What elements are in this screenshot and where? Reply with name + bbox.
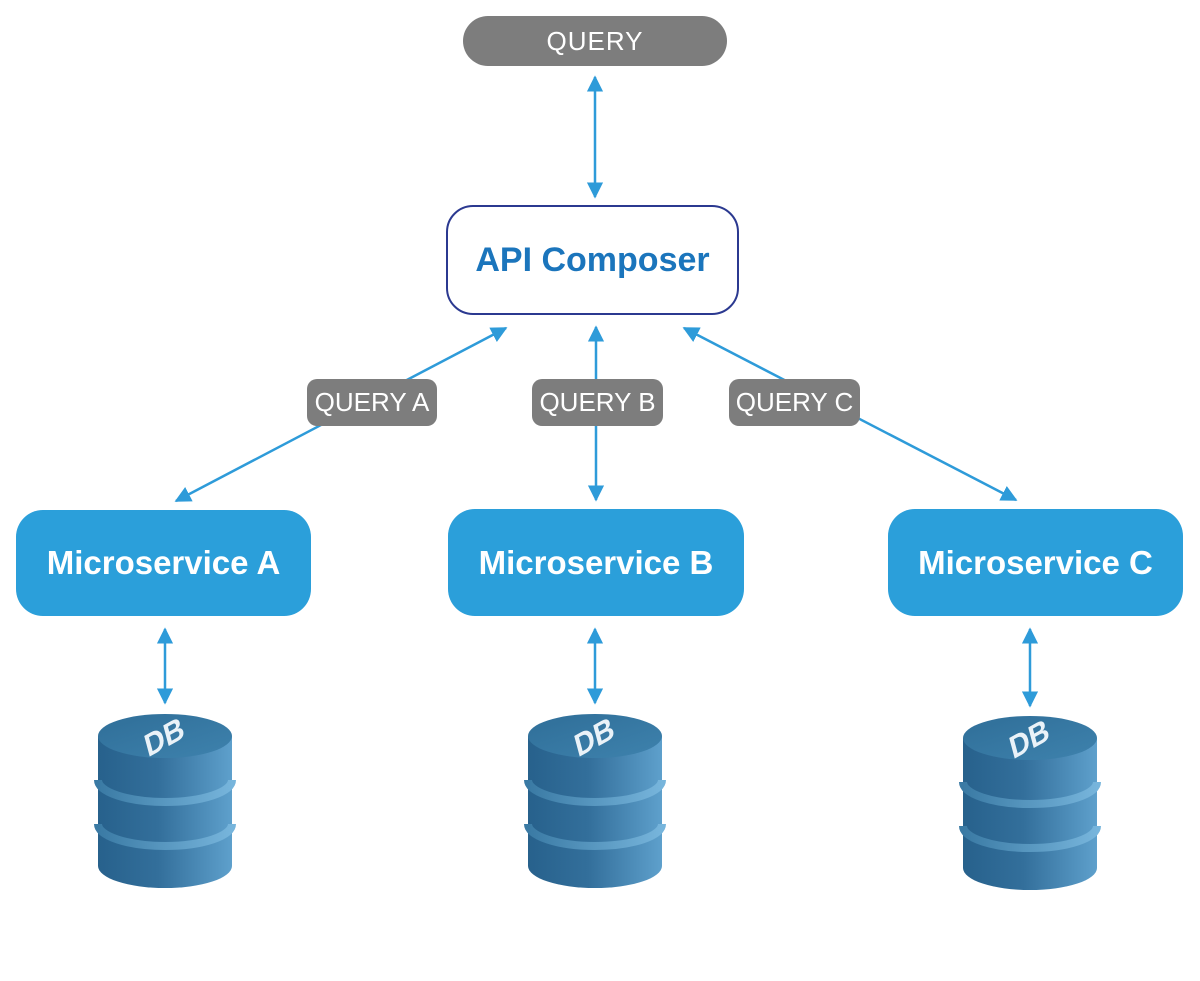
db-groove	[959, 781, 1101, 808]
db-groove	[94, 779, 236, 806]
db-groove	[524, 823, 666, 850]
db-cylinder-top	[98, 714, 232, 758]
database-b: DB	[524, 710, 666, 888]
db-groove	[524, 779, 666, 806]
microservice-b-node: Microservice B	[448, 509, 744, 616]
db-cylinder-top	[963, 716, 1097, 760]
api-composer-node: API Composer	[446, 205, 739, 315]
db-cylinder-body	[528, 736, 662, 888]
db-groove	[94, 823, 236, 850]
database-a: DB	[94, 710, 236, 888]
database-c: DB	[959, 712, 1101, 890]
db-groove	[959, 825, 1101, 852]
db-cylinder-body	[98, 736, 232, 888]
microservice-c-node: Microservice C	[888, 509, 1183, 616]
query-b-label: QUERY B	[532, 379, 663, 426]
query-node: QUERY	[463, 16, 727, 66]
query-c-label: QUERY C	[729, 379, 860, 426]
microservice-a-node: Microservice A	[16, 510, 311, 616]
query-a-label: QUERY A	[307, 379, 437, 426]
db-cylinder-body	[963, 738, 1097, 890]
db-cylinder-top	[528, 714, 662, 758]
